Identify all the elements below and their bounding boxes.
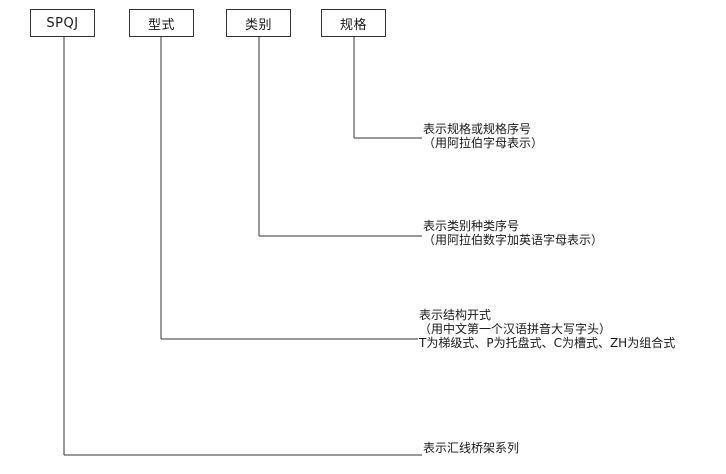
description-series-line1: 表示汇线桥架系列 bbox=[423, 441, 520, 455]
description-series: 表示汇线桥架系列 bbox=[423, 441, 519, 455]
description-type-line3: T为梯级式、P为托盘式、C为槽式、ZH为组合式 bbox=[419, 336, 676, 350]
code-label-category: 类别 bbox=[244, 17, 272, 33]
description-specification-line1: 表示规格或规格序号 bbox=[423, 122, 532, 136]
code-box-category: 类别 bbox=[226, 9, 291, 37]
description-type-line1: 表示结构开式 bbox=[419, 308, 492, 322]
code-label-type: 型式 bbox=[147, 17, 175, 33]
description-category: 表示类别种类序号 （用阿拉伯数字加英语字母表示） bbox=[423, 219, 603, 247]
code-box-type: 型式 bbox=[129, 9, 194, 37]
description-specification: 表示规格或规格序号 （用阿拉伯字母表示） bbox=[423, 122, 543, 150]
code-label-specification: 规格 bbox=[339, 17, 367, 33]
description-category-line1: 表示类别种类序号 bbox=[423, 219, 520, 233]
description-type-line2: （用中文第一个汉语拼音大写字头） bbox=[419, 322, 612, 336]
description-type: 表示结构开式 （用中文第一个汉语拼音大写字头） T为梯级式、P为托盘式、C为槽式… bbox=[419, 308, 675, 350]
code-box-specification: 规格 bbox=[321, 9, 386, 37]
description-category-line2: （用阿拉伯数字加英语字母表示） bbox=[423, 233, 604, 247]
code-box-spqj: SPQJ bbox=[30, 9, 95, 37]
code-label-spqj: SPQJ bbox=[46, 15, 79, 31]
description-specification-line2: （用阿拉伯字母表示） bbox=[423, 136, 544, 150]
